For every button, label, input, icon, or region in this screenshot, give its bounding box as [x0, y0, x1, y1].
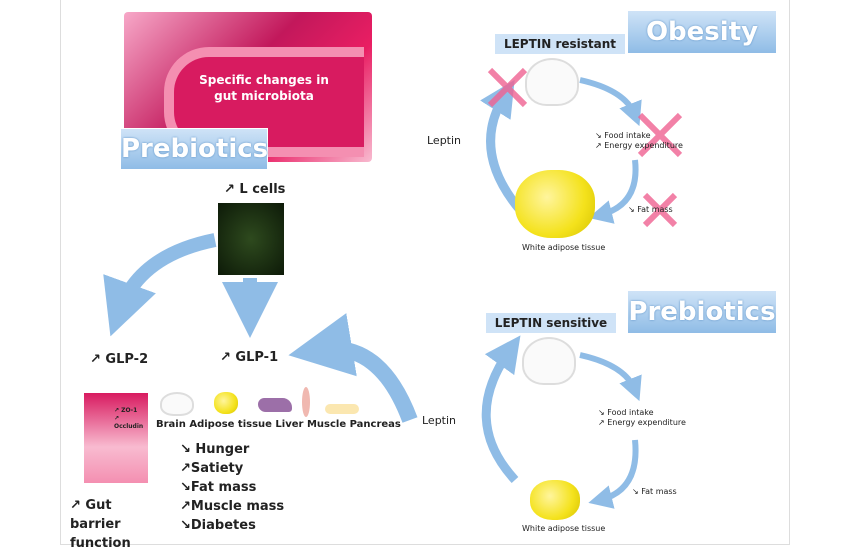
brain-icon [522, 337, 576, 385]
leptin-label: Leptin [422, 414, 457, 427]
food-intake: ↘ Food intake [595, 131, 651, 140]
muscle-icon [302, 387, 310, 417]
figure-frame [60, 0, 790, 545]
organ-liver: Liver [275, 419, 304, 430]
glp1-label: ↗ GLP-1 [220, 350, 279, 365]
prebiotics-label: Prebiotics [120, 128, 268, 170]
white-adipose-label: White adipose tissue [522, 524, 606, 533]
cycle-top-right [579, 77, 642, 127]
adipose-icon [214, 392, 238, 414]
obesity-title: Obesity [627, 10, 777, 54]
adipose-tissue-image [530, 480, 580, 520]
effect-satiety: ↗Satiety [180, 461, 244, 476]
zo1-label: ↗ ZO-1 [114, 407, 138, 414]
cycle-top-left [480, 79, 524, 213]
organ-pancreas: Pancreas [349, 419, 401, 430]
l-cells-image [218, 203, 284, 275]
gut-text: Specific changes in gut microbiota [199, 73, 329, 103]
cycle-bottom-right [579, 352, 642, 402]
arrow-to-glp2 [103, 233, 217, 337]
cross-icon [487, 67, 683, 228]
pancreas-icon [325, 404, 359, 414]
cycle-top-bottom [588, 159, 639, 224]
organ-brain: Brain [156, 419, 186, 430]
gut-barrier-image: ↗ ZO-1 ↗ Occludin [84, 393, 148, 483]
gut-illustration: Specific changes in gut microbiota [124, 12, 372, 162]
adipose-tissue-image [515, 170, 595, 238]
brain-icon [160, 392, 194, 416]
l-cells-label: ↗ L cells [224, 182, 286, 197]
gut-barrier-label: ↗ Gut barrier function [70, 498, 131, 551]
organ-labels: Brain Adipose tissue Liver Muscle Pancre… [156, 419, 401, 430]
arrow-leptin-to-glp1 [288, 313, 418, 423]
occludin-label: ↗ Occludin [114, 415, 144, 430]
leptin-resistant-label: LEPTIN resistant [495, 34, 625, 54]
organ-adipose: Adipose tissue [189, 419, 272, 430]
energy-expenditure: ↗ Energy expenditure [595, 141, 683, 150]
effect-muscle-mass: ↗Muscle mass [180, 499, 285, 514]
effect-diabetes: ↘Diabetes [180, 518, 256, 533]
liver-icon [258, 398, 292, 412]
bottom-effects: ↘ Food intake ↗ Energy expenditure [598, 408, 686, 428]
effect-fat-mass: ↘Fat mass [180, 480, 257, 495]
top-effects: ↘ Food intake ↗ Energy expenditure [595, 131, 683, 151]
leptin-label: Leptin [427, 134, 462, 147]
brain-icon [525, 58, 579, 106]
cycle-bottom-bottom [588, 439, 639, 509]
fat-mass: ↘ Fat mass [632, 487, 677, 496]
effects-list: ↘ Hunger ↗Satiety ↘Fat mass ↗Muscle mass… [180, 440, 284, 535]
energy-expenditure: ↗ Energy expenditure [598, 418, 686, 427]
glp2-label: ↗ GLP-2 [90, 352, 149, 367]
effect-hunger: ↘ Hunger [180, 442, 250, 457]
leptin-sensitive-label: LEPTIN sensitive [486, 313, 616, 333]
fat-mass: ↘ Fat mass [628, 205, 673, 214]
organ-muscle: Muscle [306, 419, 347, 430]
white-adipose-label: White adipose tissue [522, 243, 606, 252]
prebiotics-title: Prebiotics [627, 290, 777, 334]
cycle-bottom-left [481, 335, 521, 484]
food-intake: ↘ Food intake [598, 408, 654, 417]
